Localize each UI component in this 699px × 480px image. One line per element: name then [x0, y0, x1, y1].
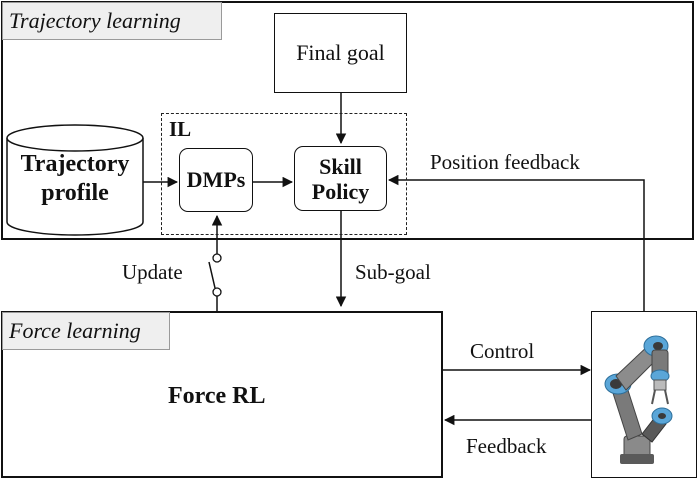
trajectory-profile-line2: profile	[41, 180, 109, 206]
robot-arm-icon	[604, 335, 673, 464]
switch-contact-lower	[212, 287, 222, 297]
force-learning-panel	[1, 311, 443, 478]
sub-goal-label: Sub-goal	[355, 260, 431, 284]
final-goal-box: Final goal	[274, 13, 407, 93]
dmps-box: DMPs	[179, 148, 253, 212]
trajectory-learning-title: Trajectory learning	[2, 2, 222, 40]
arrow-position-feedback	[387, 174, 645, 311]
robot-panel	[591, 311, 697, 478]
position-feedback-label: Position feedback	[430, 150, 580, 174]
dmps-label: DMPs	[186, 167, 246, 192]
trajectory-profile-label: Trajectory profile	[6, 150, 144, 208]
force-learning-title: Force learning	[2, 312, 170, 350]
update-label: Update	[122, 260, 183, 284]
skill-policy-line1: Skill	[319, 153, 362, 179]
force-rl-label: Force RL	[168, 383, 266, 409]
switch-blade	[208, 261, 216, 289]
il-label: IL	[169, 117, 192, 141]
switch-contact-upper	[212, 253, 222, 263]
trajectory-profile-database-icon	[6, 124, 144, 236]
trajectory-profile-line1: Trajectory	[20, 151, 130, 177]
trajectory-learning-panel	[1, 1, 694, 240]
feedback-label: Feedback	[466, 434, 547, 458]
control-label: Control	[470, 339, 535, 363]
il-group	[161, 113, 407, 235]
final-goal-label: Final goal	[296, 40, 385, 65]
skill-policy-box: Skill Policy	[294, 146, 387, 211]
skill-policy-line2: Policy	[311, 178, 370, 204]
